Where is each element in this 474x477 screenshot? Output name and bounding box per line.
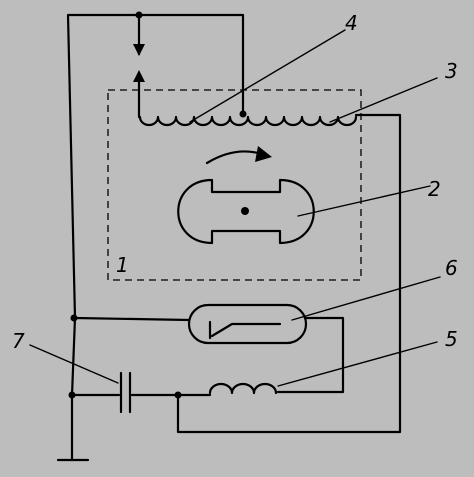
motor-housing	[107, 89, 362, 281]
leader-3	[329, 77, 438, 123]
label-1: 1	[116, 253, 129, 277]
rotation-arrow	[205, 146, 272, 165]
leader-7	[29, 344, 119, 384]
leader-5	[277, 341, 438, 387]
winding-tap-node	[239, 110, 247, 118]
label-5: 5	[445, 327, 458, 351]
leader-4	[189, 29, 346, 123]
label-2: 2	[428, 177, 441, 201]
left-wire	[70, 316, 77, 462]
relay-bulb	[187, 303, 308, 345]
rotor-shaft	[241, 207, 249, 215]
junction-node	[174, 391, 182, 399]
left-node-lower	[68, 391, 76, 399]
top-node	[135, 11, 143, 19]
inductor-coil	[208, 382, 278, 395]
relay-left-wire	[73, 316, 191, 322]
label-4: 4	[345, 11, 358, 35]
label-7: 7	[12, 329, 25, 353]
relay-right-wire	[276, 316, 345, 394]
leader-2	[297, 185, 431, 217]
rotor	[177, 178, 315, 245]
leader-6	[291, 276, 441, 321]
top-wire	[66, 13, 245, 320]
stator-winding	[138, 115, 358, 127]
left-node-upper	[70, 314, 78, 322]
variable-tap-arrow	[133, 13, 145, 119]
relay-bimetal	[210, 322, 282, 338]
label-6: 6	[445, 256, 458, 280]
label-3: 3	[445, 59, 458, 83]
right-wire	[176, 113, 402, 434]
